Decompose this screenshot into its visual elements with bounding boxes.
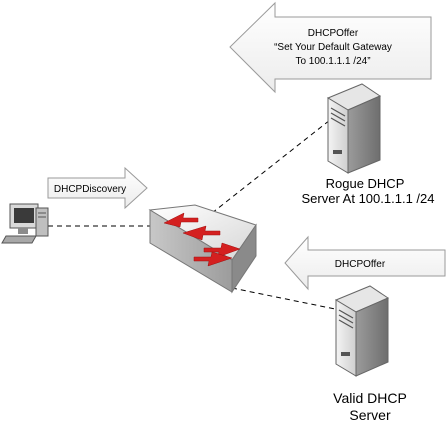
link-switch-rogue-server [211, 119, 331, 214]
rogue-server-icon [326, 83, 382, 174]
valid-offer-label: DHCPOffer [335, 259, 386, 270]
rogue-offer-line1: DHCPOffer [308, 28, 359, 39]
rogue-server-line1: Rogue DHCP [326, 176, 405, 191]
link-switch-valid-server [231, 287, 341, 311]
discovery-arrow: DHCPDiscovery [47, 166, 148, 210]
rogue-offer-line2: “Set Your Default Gateway [274, 42, 392, 53]
network-switch-icon [148, 204, 257, 294]
rogue-server-line2: Server At 100.1.1.1 /24 [302, 191, 435, 206]
valid-server-line1: Valid DHCP [333, 390, 407, 406]
rogue-offer-line3: To 100.1.1.1 /24” [295, 56, 370, 67]
discovery-label: DHCPDiscovery [54, 184, 126, 195]
valid-server-line2: Server [349, 407, 391, 423]
valid-offer-arrow: DHCPOffer [284, 235, 446, 291]
rogue-offer-arrow: DHCPOffer “Set Your Default Gateway To 1… [229, 1, 432, 94]
desktop-computer-icon [1, 203, 49, 244]
network-links [48, 119, 341, 311]
valid-server-icon [334, 285, 390, 377]
